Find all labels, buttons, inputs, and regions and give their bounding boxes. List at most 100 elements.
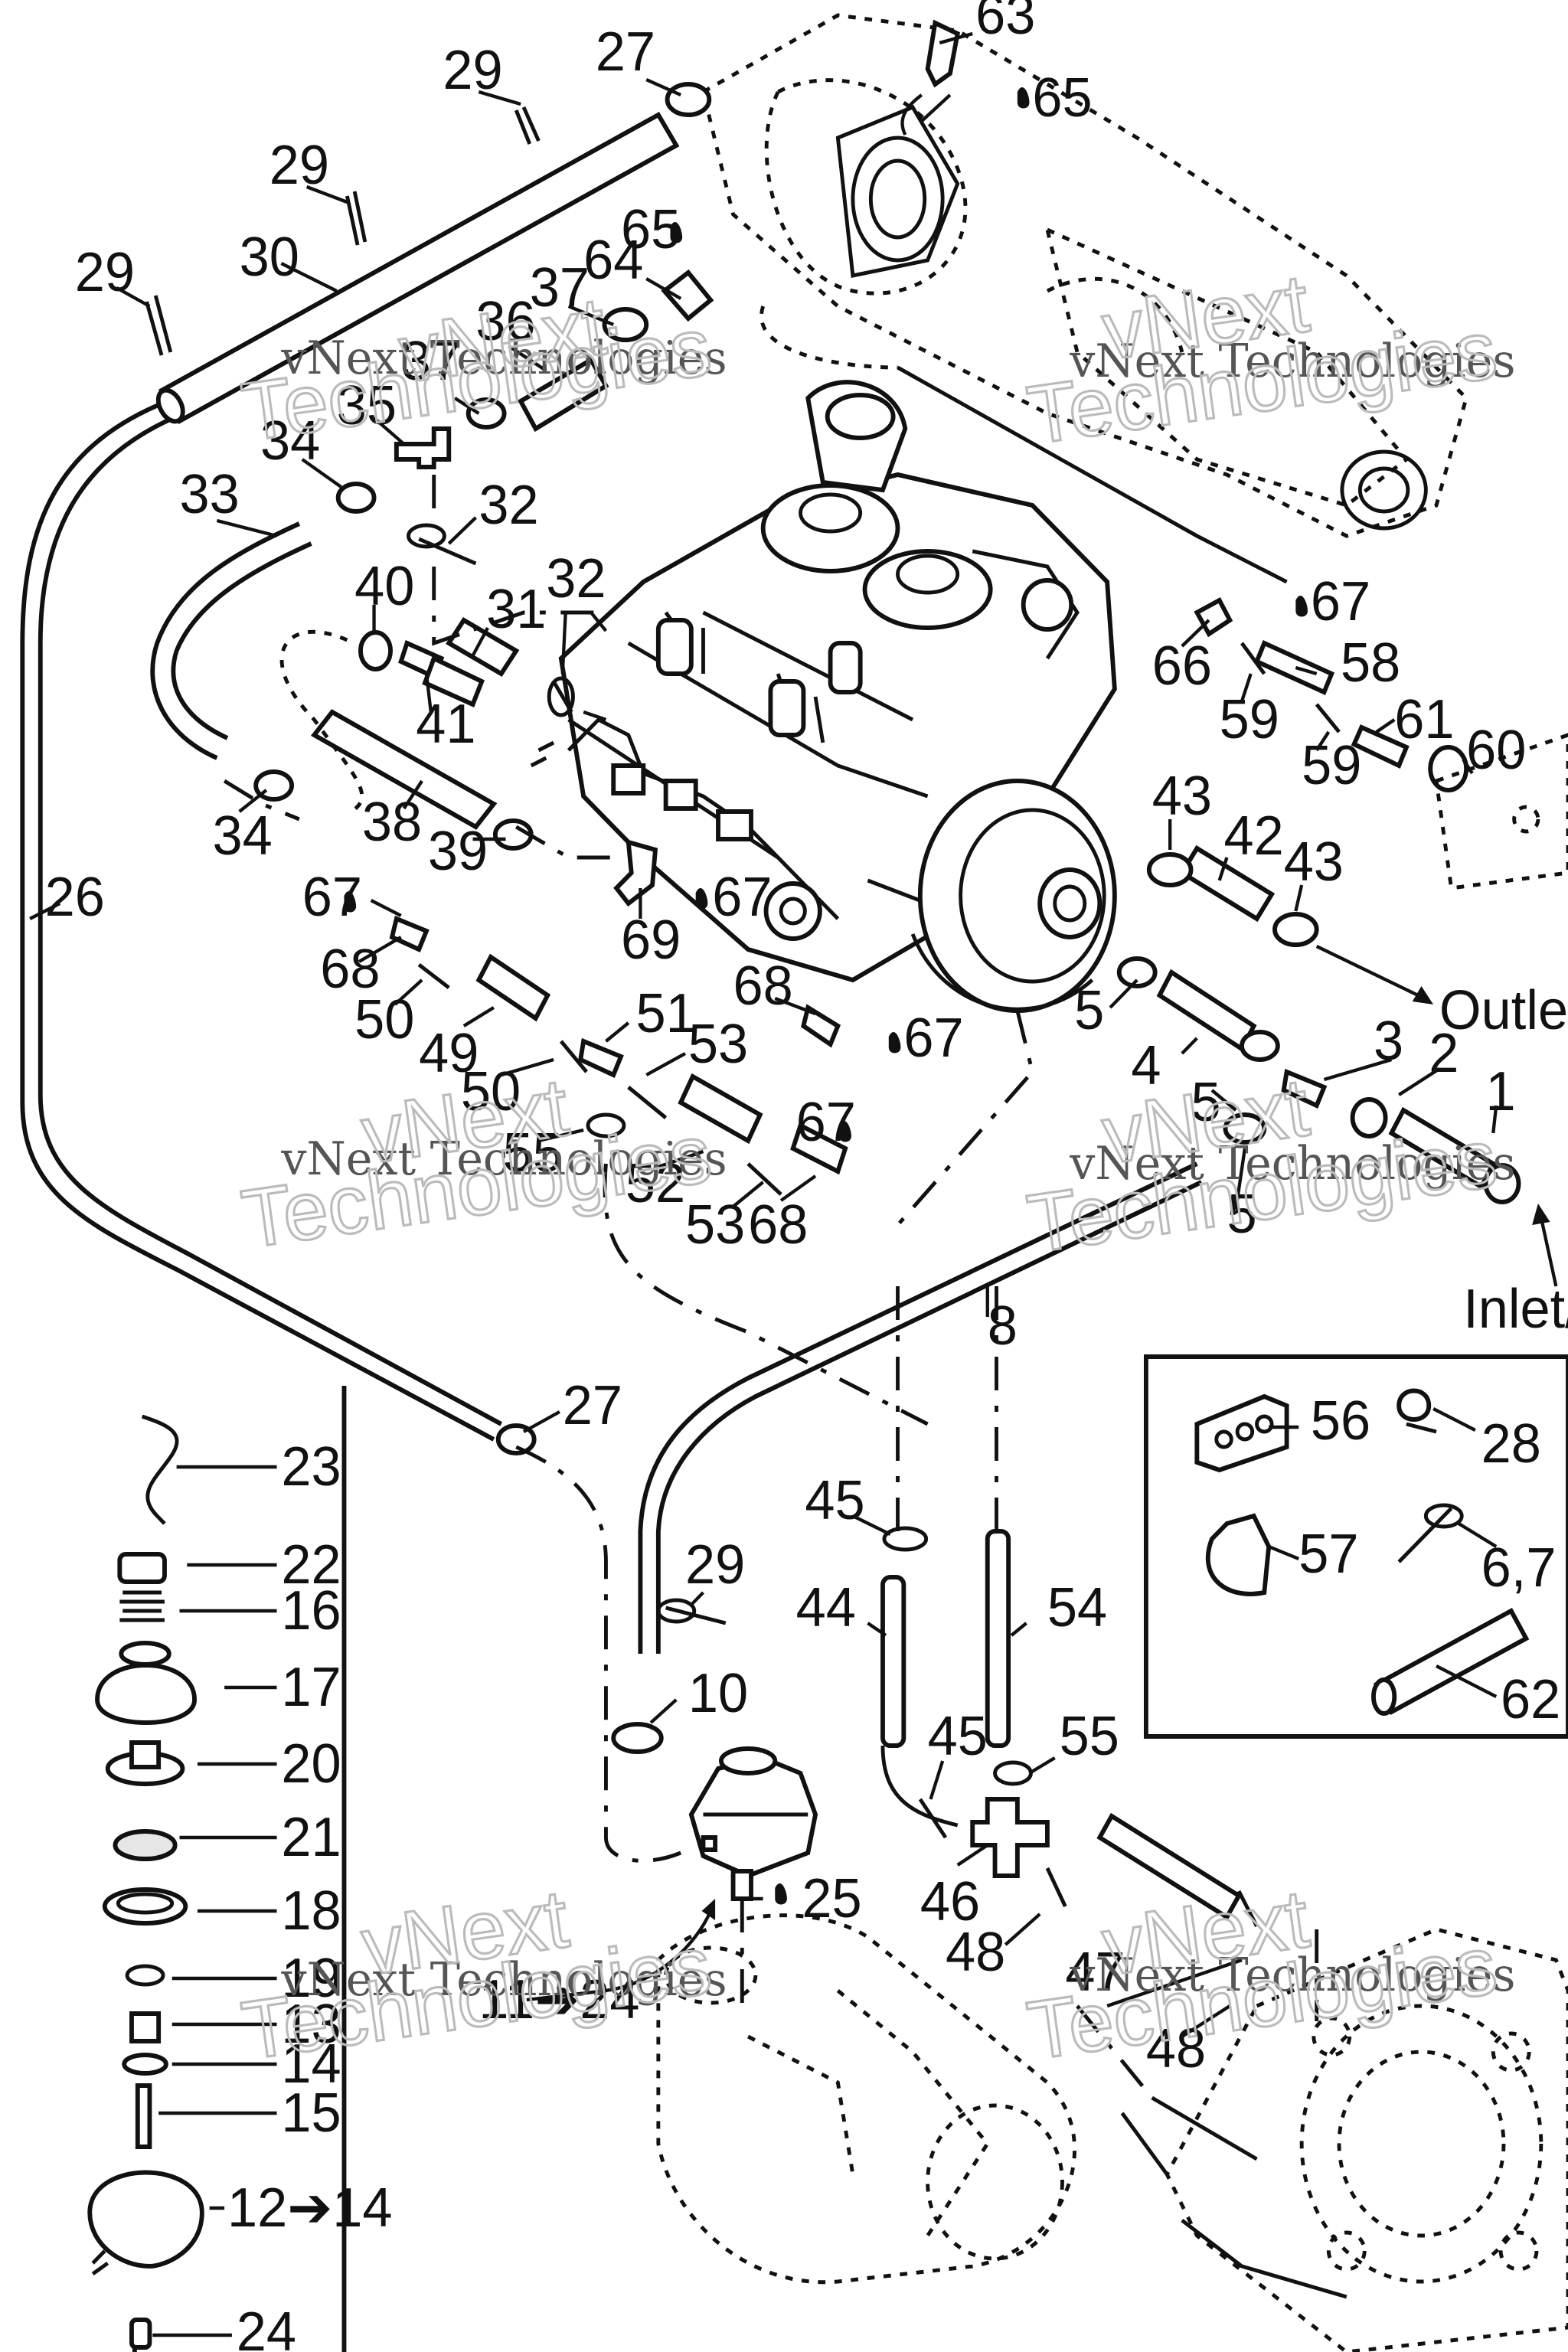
- callout: 27: [563, 1375, 622, 1436]
- callout: 16: [281, 1580, 341, 1642]
- callout: 54: [1047, 1577, 1107, 1638]
- callout: 45: [928, 1706, 988, 1767]
- callout: 68: [748, 1194, 808, 1256]
- callout: 13: [281, 1994, 341, 2055]
- callout: 32: [479, 475, 538, 536]
- callout: 44: [796, 1577, 856, 1638]
- detail-box-left: [87, 1386, 347, 2352]
- callout: 61: [1394, 689, 1454, 750]
- callout: 58: [1341, 632, 1400, 694]
- routing-lines: [223, 305, 1319, 2176]
- callout: 69: [621, 910, 681, 971]
- callout: 20: [281, 1733, 341, 1795]
- callout: 48: [1146, 2018, 1206, 2079]
- svg-text:vNext Technologies: vNext Technologies: [1069, 1136, 1515, 1190]
- panel-right: [1434, 733, 1568, 890]
- hose-33: [150, 521, 312, 760]
- callout: 6,7: [1481, 1537, 1557, 1599]
- callout: 36: [475, 291, 535, 352]
- callout: 43: [1284, 831, 1344, 893]
- lower-tank: [656, 1913, 1076, 2285]
- callout: 28: [1481, 1413, 1541, 1475]
- callout: 59: [1220, 689, 1279, 750]
- callout: 66: [1152, 635, 1212, 697]
- callout: 62: [1501, 1669, 1560, 1730]
- callout: 32: [546, 548, 606, 609]
- callout: 29: [443, 40, 502, 101]
- callout: 53: [685, 1194, 745, 1256]
- callout: 38: [362, 792, 422, 853]
- callout: 68: [320, 939, 380, 1000]
- callout: 45: [805, 1470, 864, 1531]
- callout: 37: [401, 331, 461, 392]
- callout: 5: [1227, 1184, 1256, 1245]
- callout: 12➔14: [227, 2177, 392, 2239]
- muffler-outline: [701, 13, 1468, 538]
- callout: 33: [180, 464, 240, 525]
- callout: 65: [1032, 67, 1092, 129]
- callout: 2: [1429, 1023, 1459, 1084]
- callout: 67: [1311, 571, 1370, 632]
- callout: 53: [688, 1014, 748, 1075]
- callout: 1: [1486, 1061, 1516, 1122]
- svg-text:vNext Technologies: vNext Technologies: [280, 331, 727, 384]
- callout: 26: [45, 867, 105, 928]
- callout: Outlet/S: [1439, 980, 1568, 1041]
- hose-26: [20, 399, 503, 1442]
- callout: 11➔24: [479, 1969, 639, 2030]
- callout: 34: [212, 805, 272, 867]
- callout: 4: [1131, 1035, 1161, 1096]
- tie-straps: [145, 106, 1341, 1928]
- callout: 60: [1466, 720, 1526, 781]
- callout: 50: [354, 989, 414, 1050]
- callout: 24: [237, 2301, 296, 2352]
- callout: 8: [988, 1295, 1018, 1357]
- drop-icon: [344, 87, 1308, 1905]
- callout: 59: [1302, 735, 1361, 796]
- callout: 48: [946, 1922, 1005, 1983]
- callout: 50: [461, 1061, 521, 1122]
- svg-text:vNext Technologies: vNext Technologies: [1069, 334, 1515, 387]
- callout: 57: [1298, 1524, 1358, 1585]
- callout: 15: [281, 2082, 341, 2144]
- callout: 52: [626, 1153, 685, 1214]
- hose-8: [638, 1161, 1203, 1654]
- callout: 46: [920, 1871, 980, 1932]
- callout: 64: [583, 230, 643, 291]
- callout: 29: [75, 242, 135, 303]
- flywheel-housing: [910, 779, 1117, 1013]
- callout: 43: [1152, 766, 1212, 827]
- callout: 14: [281, 2034, 341, 2095]
- callout: 41: [416, 694, 475, 755]
- callout: 63: [975, 0, 1035, 46]
- callout: 5: [1191, 1072, 1221, 1133]
- callout: 30: [240, 227, 299, 288]
- svg-text:vNext Technologies: vNext Technologies: [280, 1952, 727, 2006]
- svg-text:vNext Technologies: vNext Technologies: [280, 1132, 727, 1185]
- short-hoses: [310, 269, 1497, 1921]
- pump-housing: [1165, 1927, 1568, 2352]
- leader-lines: [29, 31, 1498, 2337]
- callout: 35: [337, 375, 397, 436]
- callout: 25: [802, 1868, 861, 1929]
- callout: Inlet/E: [1463, 1279, 1568, 1340]
- callout: 51: [636, 983, 696, 1044]
- svg-text:vNext Technologies: vNext Technologies: [1069, 1948, 1515, 2001]
- callout: 19: [281, 1948, 341, 2009]
- callout: 40: [354, 556, 414, 617]
- callout: 67: [796, 1092, 856, 1153]
- callout: 17: [281, 1657, 341, 1718]
- callout: 55: [503, 1122, 563, 1184]
- callout: 10: [688, 1663, 748, 1724]
- callout: 47: [1065, 1942, 1125, 2003]
- callout-labels: 63 65 27 29 29 29 30 65 64 37 36 37 35 3…: [45, 0, 1568, 2352]
- detail-box-right: [1143, 1354, 1568, 1739]
- callout: 31: [486, 579, 546, 640]
- callout: 67: [712, 867, 772, 928]
- callout: 67: [302, 867, 362, 928]
- callout: 56: [1311, 1390, 1370, 1452]
- callout: 67: [903, 1008, 963, 1069]
- callout: 18: [281, 1880, 341, 1942]
- arrows: [526, 93, 1558, 2002]
